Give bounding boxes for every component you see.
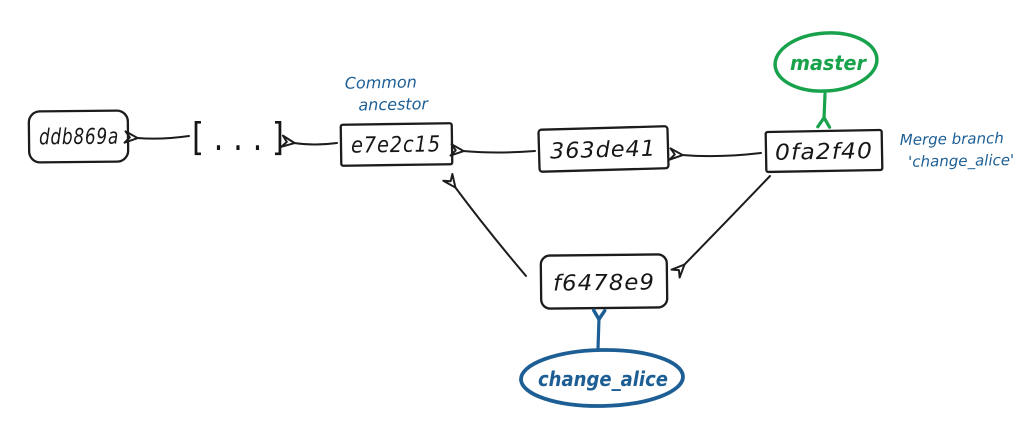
- common-ancestor-label: Common ancestor: [345, 72, 430, 114]
- commit-box: [539, 253, 669, 310]
- ellipsis-node: [ . . . ]: [192, 115, 284, 159]
- ellipsis-label: [ . . . ]: [192, 115, 284, 159]
- commit-hash: f6478e9: [553, 270, 655, 296]
- master-pointer-arrow: [816, 92, 832, 129]
- commit-node-e7e2c15: e7e2c15: [339, 122, 454, 167]
- commit-hash: 363de41: [550, 137, 657, 165]
- commit-node-ddb869a: ddb869a: [27, 109, 130, 164]
- edge-ellipsis-to-ddb869a: [123, 130, 190, 144]
- commit-node-363de41: 363de41: [537, 125, 670, 173]
- merge-branch-note: Merge branch 'change_alice': [900, 129, 1015, 172]
- common-ancestor-line2: ancestor: [358, 94, 429, 114]
- commit-box: [764, 128, 884, 174]
- change-alice-pointer-arrow: [591, 308, 607, 351]
- commit-node-0fa2f40: 0fa2f40: [764, 128, 884, 174]
- edge-0fa2f40-to-363de41: [668, 147, 762, 161]
- change-alice-bubble: [519, 348, 685, 408]
- change-alice-branch-name: change_alice: [538, 367, 668, 391]
- merge-note-line1: Merge branch: [900, 129, 1004, 149]
- branch-label-master: master: [773, 31, 879, 129]
- master-bubble: [773, 31, 879, 93]
- commit-node-f6478e9: f6478e9: [539, 253, 669, 310]
- merge-note-line2: 'change_alice': [908, 151, 1014, 172]
- commit-box: [537, 125, 670, 173]
- edge-0fa2f40-to-f6478e9: [670, 175, 771, 279]
- commit-hash: ddb869a: [39, 125, 119, 151]
- commit-box: [339, 122, 454, 167]
- edge-f6478e9-to-e7e2c15: [442, 172, 527, 277]
- commit-box: [27, 109, 130, 164]
- branch-label-change-alice: change_alice: [519, 308, 685, 408]
- master-branch-name: master: [790, 51, 867, 75]
- commit-hash: 0fa2f40: [775, 139, 873, 166]
- commit-hash: e7e2c15: [351, 132, 441, 158]
- edge-363de41-to-e7e2c15: [449, 143, 536, 157]
- edge-e7e2c15-to-ellipsis: [280, 134, 338, 148]
- common-ancestor-line1: Common: [345, 72, 417, 92]
